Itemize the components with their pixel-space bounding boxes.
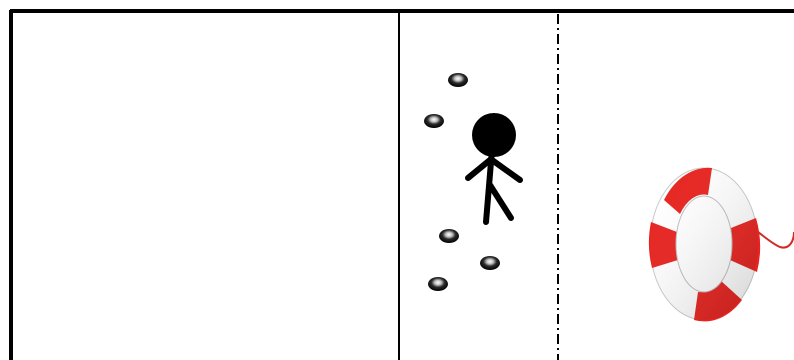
stone-icon <box>480 256 500 270</box>
stone-icon <box>448 73 468 87</box>
stone-icon <box>428 277 448 291</box>
stone-icon <box>424 114 444 128</box>
ring-shading <box>650 168 758 320</box>
stone-icon <box>439 229 459 243</box>
